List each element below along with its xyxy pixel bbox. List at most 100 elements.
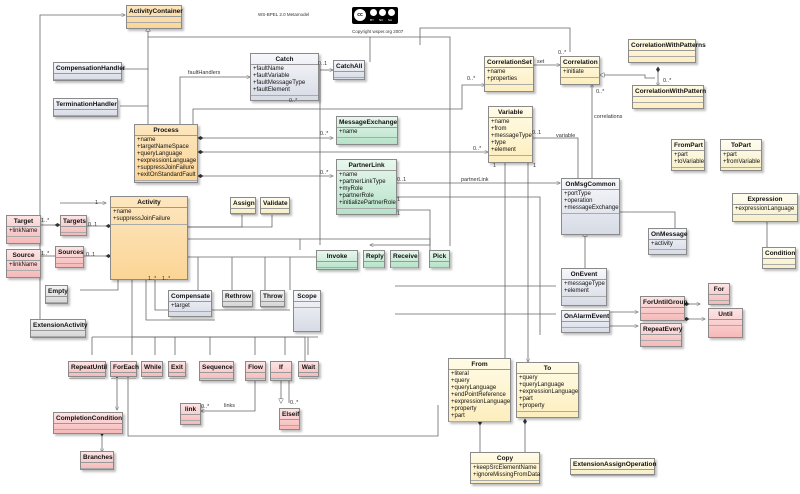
watermark-text: WS-BPEL 2.0 Metamodel [258,12,310,17]
class-if[interactable]: If [270,361,292,381]
attribute-compartment [69,373,105,379]
operation-compartment [31,337,85,341]
mult: 0..* [320,131,329,137]
class-name: Expression [733,194,797,205]
class-variable[interactable]: Variable+name+from+messageType+type+elem… [488,106,533,163]
class-attribute: +properties [487,76,518,82]
attribute-compartment: +keepSrcElementName+ignoreMissingFromDat… [471,464,540,481]
class-to-part[interactable]: ToPart+part+fromVariable [720,139,762,171]
operation-compartment [261,215,289,219]
class-name: Branches [81,454,113,463]
class-from[interactable]: From+literal+query+queryLanguage+endPoin… [448,358,511,422]
mult: 1..* [41,218,50,224]
class-catch-all[interactable]: CatchAll [333,60,365,80]
class-compensate[interactable]: Compensate+target [168,290,212,317]
class-expression[interactable]: Expression+expressionLanguage [732,193,798,222]
label-correlations: correlations [594,114,623,120]
class-flow[interactable]: Flow [245,361,266,381]
class-on-alarm-event[interactable]: OnAlarmEvent [561,310,610,333]
class-wait[interactable]: Wait [298,361,319,379]
class-for-until-group[interactable]: ForUntilGroup [640,296,687,321]
attribute-compartment [334,72,364,78]
class-partner-link[interactable]: PartnerLink+name+partnerLinkType+myRole+… [336,159,397,215]
class-correlation-with-pattern[interactable]: CorrelationWithPattern [632,85,707,109]
operation-compartment [471,481,539,485]
class-invoke[interactable]: Invoke [316,250,358,270]
class-on-event[interactable]: OnEvent+messageType+element [561,268,607,306]
class-sources[interactable]: Sources [55,246,84,268]
class-condition[interactable]: Condition [762,247,796,269]
class-link[interactable]: link [180,403,201,425]
class-name: Sources [56,249,84,258]
class-name: Wait [299,362,318,373]
operation-compartment [294,308,320,312]
class-compensation-handler[interactable]: CompensationHandler [53,62,126,81]
class-correlation[interactable]: Correlation+initiate [560,56,600,85]
class-attribute: +expressionLanguage [519,389,579,395]
class-while[interactable]: While [141,361,163,379]
class-on-msg-common[interactable]: OnMsgCommon+portType+operation+messageEx… [561,178,620,235]
class-name: CompensationHandler [54,65,126,74]
class-attribute: +expressionLanguage [451,399,511,405]
class-repeat-every[interactable]: RepeatEvery [640,323,682,347]
class-assign[interactable]: Assign [230,197,256,215]
class-message-exchange[interactable]: MessageExchange+name [336,116,398,145]
class-receive[interactable]: Receive [390,250,419,268]
mult: 0..* [467,76,476,82]
class-extension-assign-operation[interactable]: ExtensionAssignOperation [570,458,656,476]
class-empty[interactable]: Empty [45,285,68,304]
operation-compartment [733,215,797,219]
class-activity-container[interactable]: ActivityContainer [126,5,183,29]
class-source[interactable]: Source+linkName [6,249,41,278]
class-reply[interactable]: Reply [363,250,385,268]
class-validate[interactable]: Validate [260,197,290,215]
class-attribute: +target [171,303,190,309]
class-elseif[interactable]: Elseif [279,408,300,430]
class-completion-condition[interactable]: CompletionCondition [53,412,123,434]
class-name: Catch [251,54,318,65]
class-targets[interactable]: Targets [60,215,87,236]
class-name: RepeatUntil [69,364,108,373]
class-attribute: +part [451,413,465,419]
class-until[interactable]: Until [708,308,743,338]
class-scope[interactable]: Scope [293,290,321,332]
class-branches[interactable]: Branches [80,451,114,470]
class-target[interactable]: Target+linkName [6,215,41,244]
class-copy[interactable]: Copy+keepSrcElementName+ignoreMissingFro… [470,452,540,484]
mult: 0..* [320,170,329,176]
class-attribute: +name [113,209,132,215]
class-name: Empty [46,288,68,297]
class-activity[interactable]: Activity+name+suppressJoinFailure [110,196,188,280]
class-to[interactable]: To+query+queryLanguage+expressionLanguag… [516,362,579,418]
class-name: CorrelationWithPattern [633,88,707,97]
class-pick[interactable]: Pick [429,250,450,268]
class-repeat-until[interactable]: RepeatUntil [68,361,108,379]
class-attribute: +part [674,152,688,158]
class-extension-activity[interactable]: ExtensionActivity [30,319,88,341]
class-rethrow[interactable]: Rethrow [222,290,253,308]
class-exit[interactable]: Exit [168,361,186,379]
operation-compartment [337,138,397,142]
class-name: OnAlarmEvent [562,313,610,322]
mult: 1..* [162,276,171,282]
operation-compartment [46,303,67,307]
class-correlation-set[interactable]: CorrelationSet+name+properties [484,56,534,92]
class-attribute: +partnerLinkType [339,179,386,185]
attribute-compartment [231,209,255,215]
attribute-compartment: +name+targetNameSpace+queryLanguage+expr… [135,136,197,181]
class-from-part[interactable]: FromPart+part+toVariable [671,139,705,171]
class-name: Copy [471,453,539,464]
class-termination-handler[interactable]: TerminationHandler [53,98,118,117]
class-sequence[interactable]: Sequence [199,361,234,381]
class-for[interactable]: For [708,283,730,305]
class-for-each[interactable]: ForEach [110,361,139,379]
class-attribute: +fromVariable [723,159,761,165]
class-throw[interactable]: Throw [260,290,285,308]
class-correlation-with-patterns[interactable]: CorrelationWithPatterns [628,39,706,63]
mult: 1 [397,211,401,217]
operation-compartment [181,421,200,425]
operation-compartment [763,265,795,269]
class-process[interactable]: Process+name+targetNameSpace+queryLangua… [134,124,198,183]
class-on-message[interactable]: OnMessage+activity [648,228,688,255]
class-catch[interactable]: Catch+faultName+faultVariable+faultMessa… [250,53,319,101]
